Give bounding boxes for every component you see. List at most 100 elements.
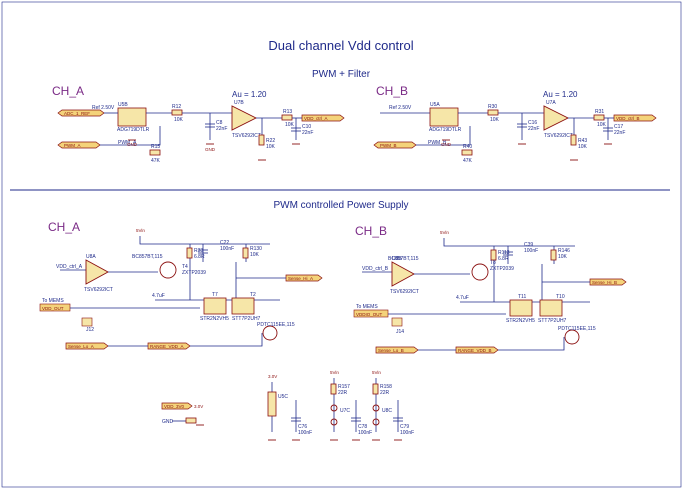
net-label-vdd-3v0: VDD_3V0 [164,404,185,409]
net-tag-vdd-3v0 [161,402,193,410]
resistor-r158 [372,383,379,395]
capacitor-c22-value: 100nF [220,246,234,252]
supply-circuit-a: 5Vin BC857BT,115 VDD_ctrl_A U8A TSV6292I… [39,228,323,350]
resistor-r22-ref: R22 [266,138,275,144]
net-tag-pwm-a [57,141,101,149]
buffer-ic-a [117,107,147,127]
net-label-vdd-ctrl-b: VDD_ctrl_B [616,116,640,121]
transistor-t4-part: ZXTP2039 [182,270,206,276]
resistor-r158-ref: R158 [380,384,392,390]
resistor-r13-ref: R13 [283,109,292,115]
transistor-t4 [159,261,177,279]
resistor-r33 [186,247,193,259]
net-tag-sense-lo-a [65,342,109,350]
resistor-r22-value: 10K [266,144,276,150]
power-ic-u7c-ref: U7C [340,408,350,414]
filter-circuit-a: ADC_1_REF Ref 2.50V U5B ADG719DTLR R12 1… [57,100,345,164]
net-tag-sense-lo-b [375,346,419,354]
vdd-out-a: VDD_OUT [42,306,64,311]
net-tag-pwm-b [373,141,417,149]
supply-in-label-b: VDD_ctrl_B [362,266,389,272]
net-tag-sense-hi-b [589,278,627,286]
transistor-bc857-b: BC857BT,115 [388,256,419,262]
resistor-r30 [487,109,499,116]
mems-label-a: To MEMS [42,298,64,304]
opamp-u7b [231,105,258,131]
capacitor-c8-ref: C8 [216,120,223,126]
gnd-power-label: GND [162,419,174,425]
resistor-r157-value: 22R [338,390,348,396]
power-ic-u8c-ref: U8C [382,408,392,414]
channel-label-b-top: CH_B [376,84,408,98]
capacitor-c8-value: 22nF [216,126,227,132]
capacitor-c78-ref: C78 [358,424,367,430]
gain-label-b: Au = 1.20 [543,90,578,99]
mosfet-pair-a: STR2N2VH5 [200,316,229,322]
buffer-ic-ref-b: U5A [430,102,440,108]
power-node-3b [372,418,380,426]
net-tag-range-b [455,346,499,354]
power-rail-3: 5Vin [372,370,381,375]
net-label-range-a: RANGE_VDD_A [150,344,184,349]
resistor-r157-ref: R157 [338,384,350,390]
channel-label-a-bottom: CH_A [48,220,80,234]
resistor-r113 [490,249,497,261]
channel-label-a-top: CH_A [52,84,84,98]
vdd-value-label: 3.0V [194,404,203,409]
resistor-r22 [258,134,265,146]
supply-rail-b: 5Vin [440,230,449,235]
opamp-u8b [391,261,415,287]
jumper-j12 [81,317,93,327]
capacitor-c78-value: 100nF [358,430,372,436]
resistor-r12-value: 10K [174,117,184,123]
net-label-sense-lo-a: Sense_Lo_A [68,344,94,349]
resistor-r146-value: 10K [558,254,568,260]
net-label-pwm-a-inner: PWM_A [118,140,137,146]
opamp-u8b-part: TSV6292ICT [390,289,419,295]
gnd-label-b2: GND [441,142,452,147]
mems-tag-b [353,309,389,318]
opamp-u8a-ref: U8A [86,254,96,260]
capacitor-c16-ref: C16 [528,120,537,126]
vdd-out-b: VDDIO_OUT [356,312,383,317]
resistor-r33-ref: R33 [194,248,203,254]
gnd-label-a2: GND [127,142,138,147]
capacitor-c17-ref: C17 [614,124,623,130]
capacitor-4u7-a: 4.7uF [152,293,165,299]
transistor-pdtc-b-part: PDTC115EE,115 [558,326,596,332]
supply-circuit-b: 5Vin BC857BT,115 VDD_ctrl_B U8B TSV6292I… [353,230,627,354]
jumper-j14-ref: J14 [396,329,404,335]
power-decoupling: VDD_3V0 3.0V GND 3.0V U5C C76 100nF 5Vin… [161,370,414,441]
resistor-r13 [281,114,293,121]
capacitor-c10-ref: C10 [302,124,311,130]
mems-tag-a [39,303,71,312]
resistor-r15-ref: R15 [151,144,160,150]
resistor-r113-ref: R113 [498,250,510,256]
resistor-r40-ref: R40 [463,144,472,150]
mosfet-t7-ref: T7 [212,292,218,298]
resistor-r33-value: 6.8R [194,254,205,260]
resistor-r31-value: 10K [597,122,607,128]
capacitor-c10-value: 22nF [302,130,313,136]
opamp-u8a-part: TSV6292ICT [84,287,113,293]
mosfet-pair-b: STR2N2VH5 [506,318,535,324]
net-label-sense-hi-b: Sense_Hi_B [592,280,617,285]
net-label-pwm-b: PWM_B [380,143,397,148]
mosfet-t11-ref: T11 [518,294,526,300]
opamp-u8a [85,259,109,285]
opamp-u7a [543,105,570,131]
filter-circuit-b: Ref 2.50V U5A ADG719DTLR R30 10K C16 22n… [373,100,657,164]
main-title: Dual channel Vdd control [268,38,413,53]
net-tag-sense-hi-a [285,274,323,282]
net-tag-vdd-ctrl-a [301,114,345,122]
jumper-j12-ref: J12 [86,327,94,333]
resistor-r43-ref: R43 [578,138,587,144]
capacitor-c16-value: 22nF [528,126,539,132]
resistor-r31 [593,114,605,121]
transistor-pdtc-a [262,325,278,341]
buffer-ic-ref-a: U5B [118,102,128,108]
resistor-r13-value: 10K [285,122,295,128]
